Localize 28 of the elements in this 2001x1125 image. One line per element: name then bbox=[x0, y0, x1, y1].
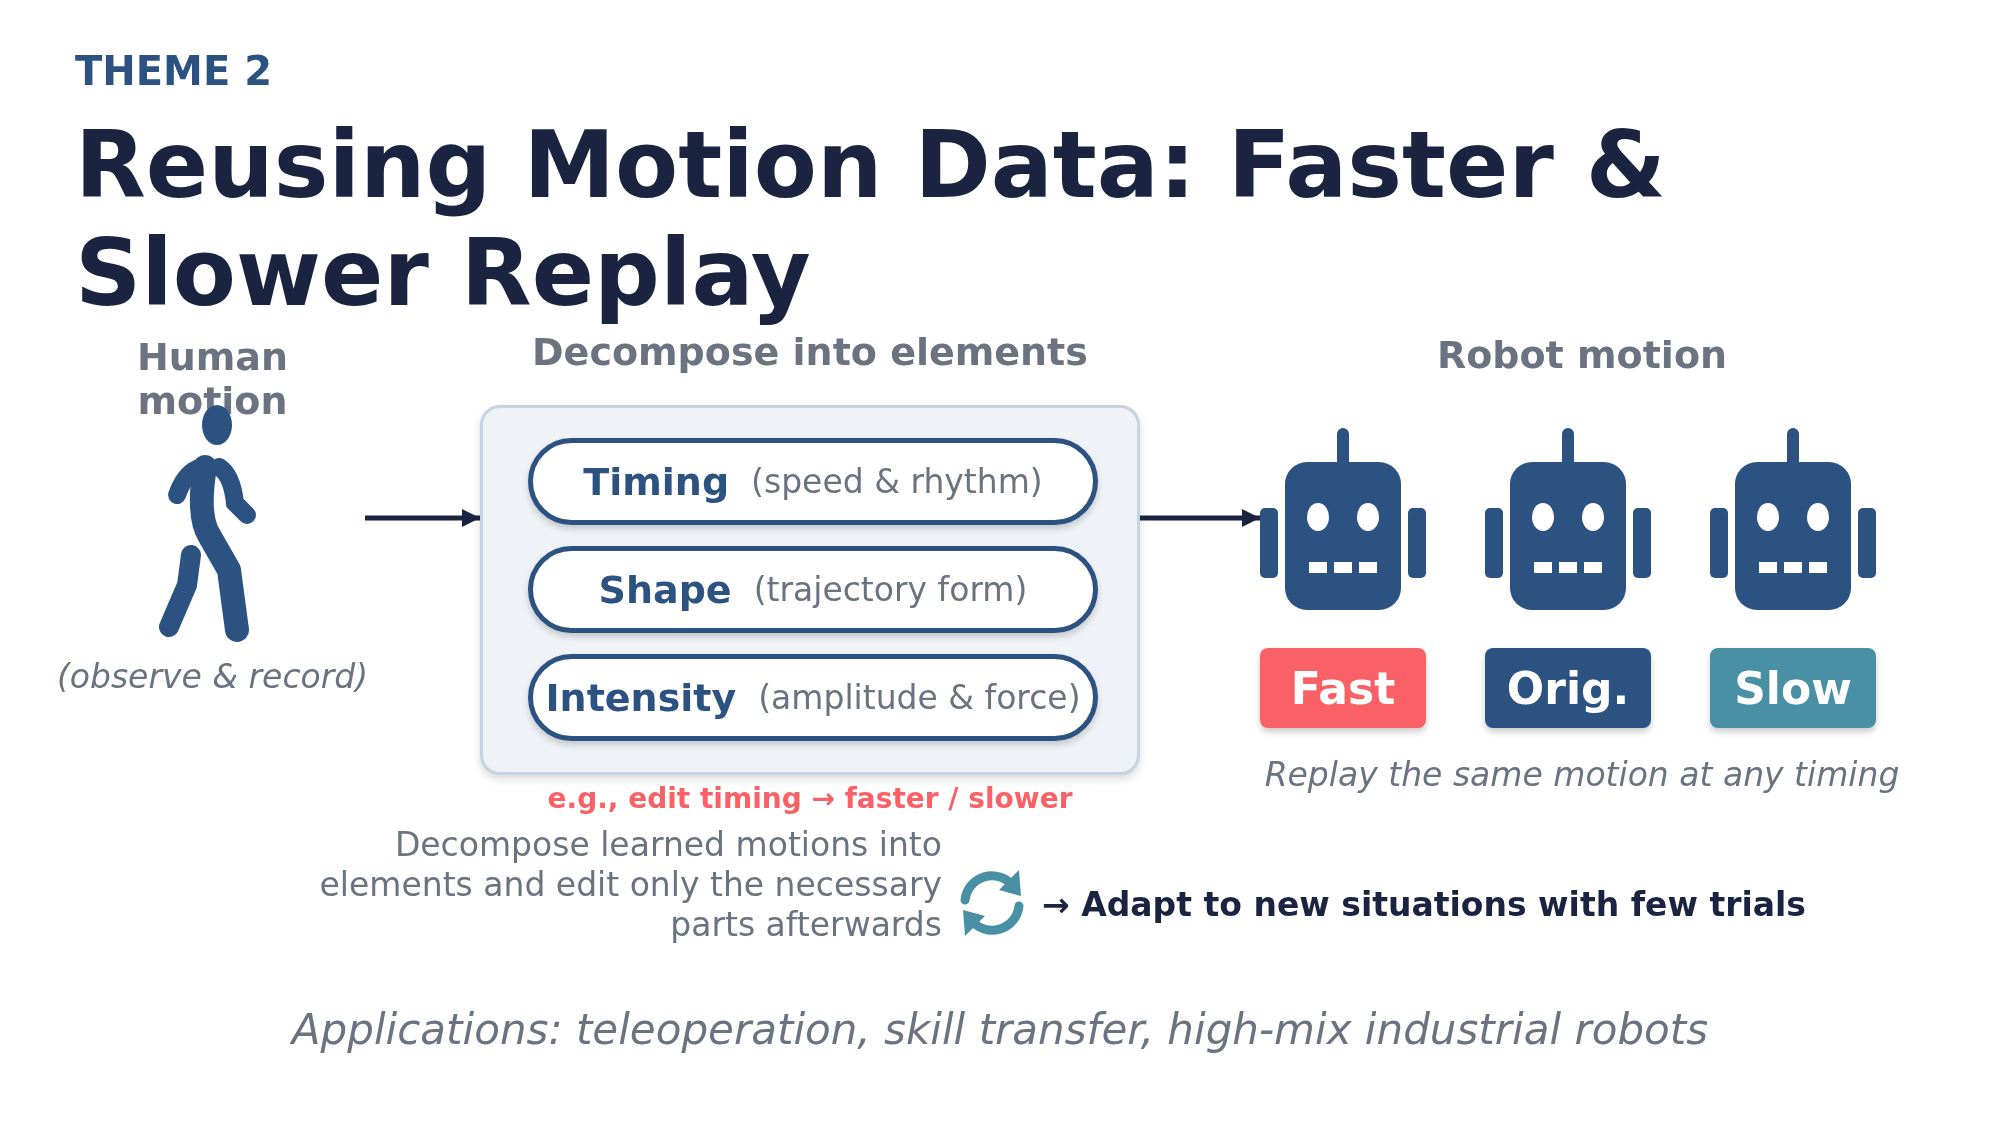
heading: Robot motion bbox=[1435, 333, 1729, 377]
element-description: (amplitude & force) bbox=[758, 678, 1081, 717]
element-name: Shape bbox=[598, 567, 732, 612]
element-description: (trajectory form) bbox=[753, 570, 1028, 609]
description: Decompose learned motions into elements and edit only the necessary parts afterwards bbox=[318, 825, 942, 945]
robot-icon bbox=[1485, 428, 1651, 610]
heading: Human motion bbox=[135, 335, 290, 423]
element-description: (speed & rhythm) bbox=[751, 462, 1043, 501]
speed-tag: Fast bbox=[1260, 648, 1426, 728]
arrow bbox=[1140, 509, 1260, 527]
robot-icon bbox=[1710, 428, 1876, 610]
element-pill bbox=[528, 546, 1098, 633]
node-label: e.g., edit timing → faster / slower bbox=[546, 782, 1074, 815]
element-pill bbox=[528, 438, 1098, 525]
slide-title: Reusing Motion Data: Faster & Slower Replay bbox=[75, 112, 1668, 328]
node-label: (observe & record) bbox=[55, 657, 370, 696]
heading: Decompose into elements bbox=[531, 330, 1089, 374]
element-name: Intensity bbox=[545, 675, 737, 720]
arrow bbox=[365, 509, 480, 527]
footnote: Applications: teleoperation, skill transfer, high-mix industrial robots bbox=[288, 1005, 1710, 1054]
speed-tag: Orig. bbox=[1485, 648, 1651, 728]
speed-tag: Slow bbox=[1710, 648, 1876, 728]
section-label: THEME 2 bbox=[75, 48, 272, 94]
element-name: Timing bbox=[583, 459, 730, 504]
robot-icon bbox=[1260, 428, 1426, 610]
caption: Replay the same motion at any timing bbox=[1263, 755, 1901, 794]
element-pill bbox=[528, 654, 1098, 741]
conclusion: → Adapt to new situations with few trials bbox=[1042, 885, 1806, 924]
